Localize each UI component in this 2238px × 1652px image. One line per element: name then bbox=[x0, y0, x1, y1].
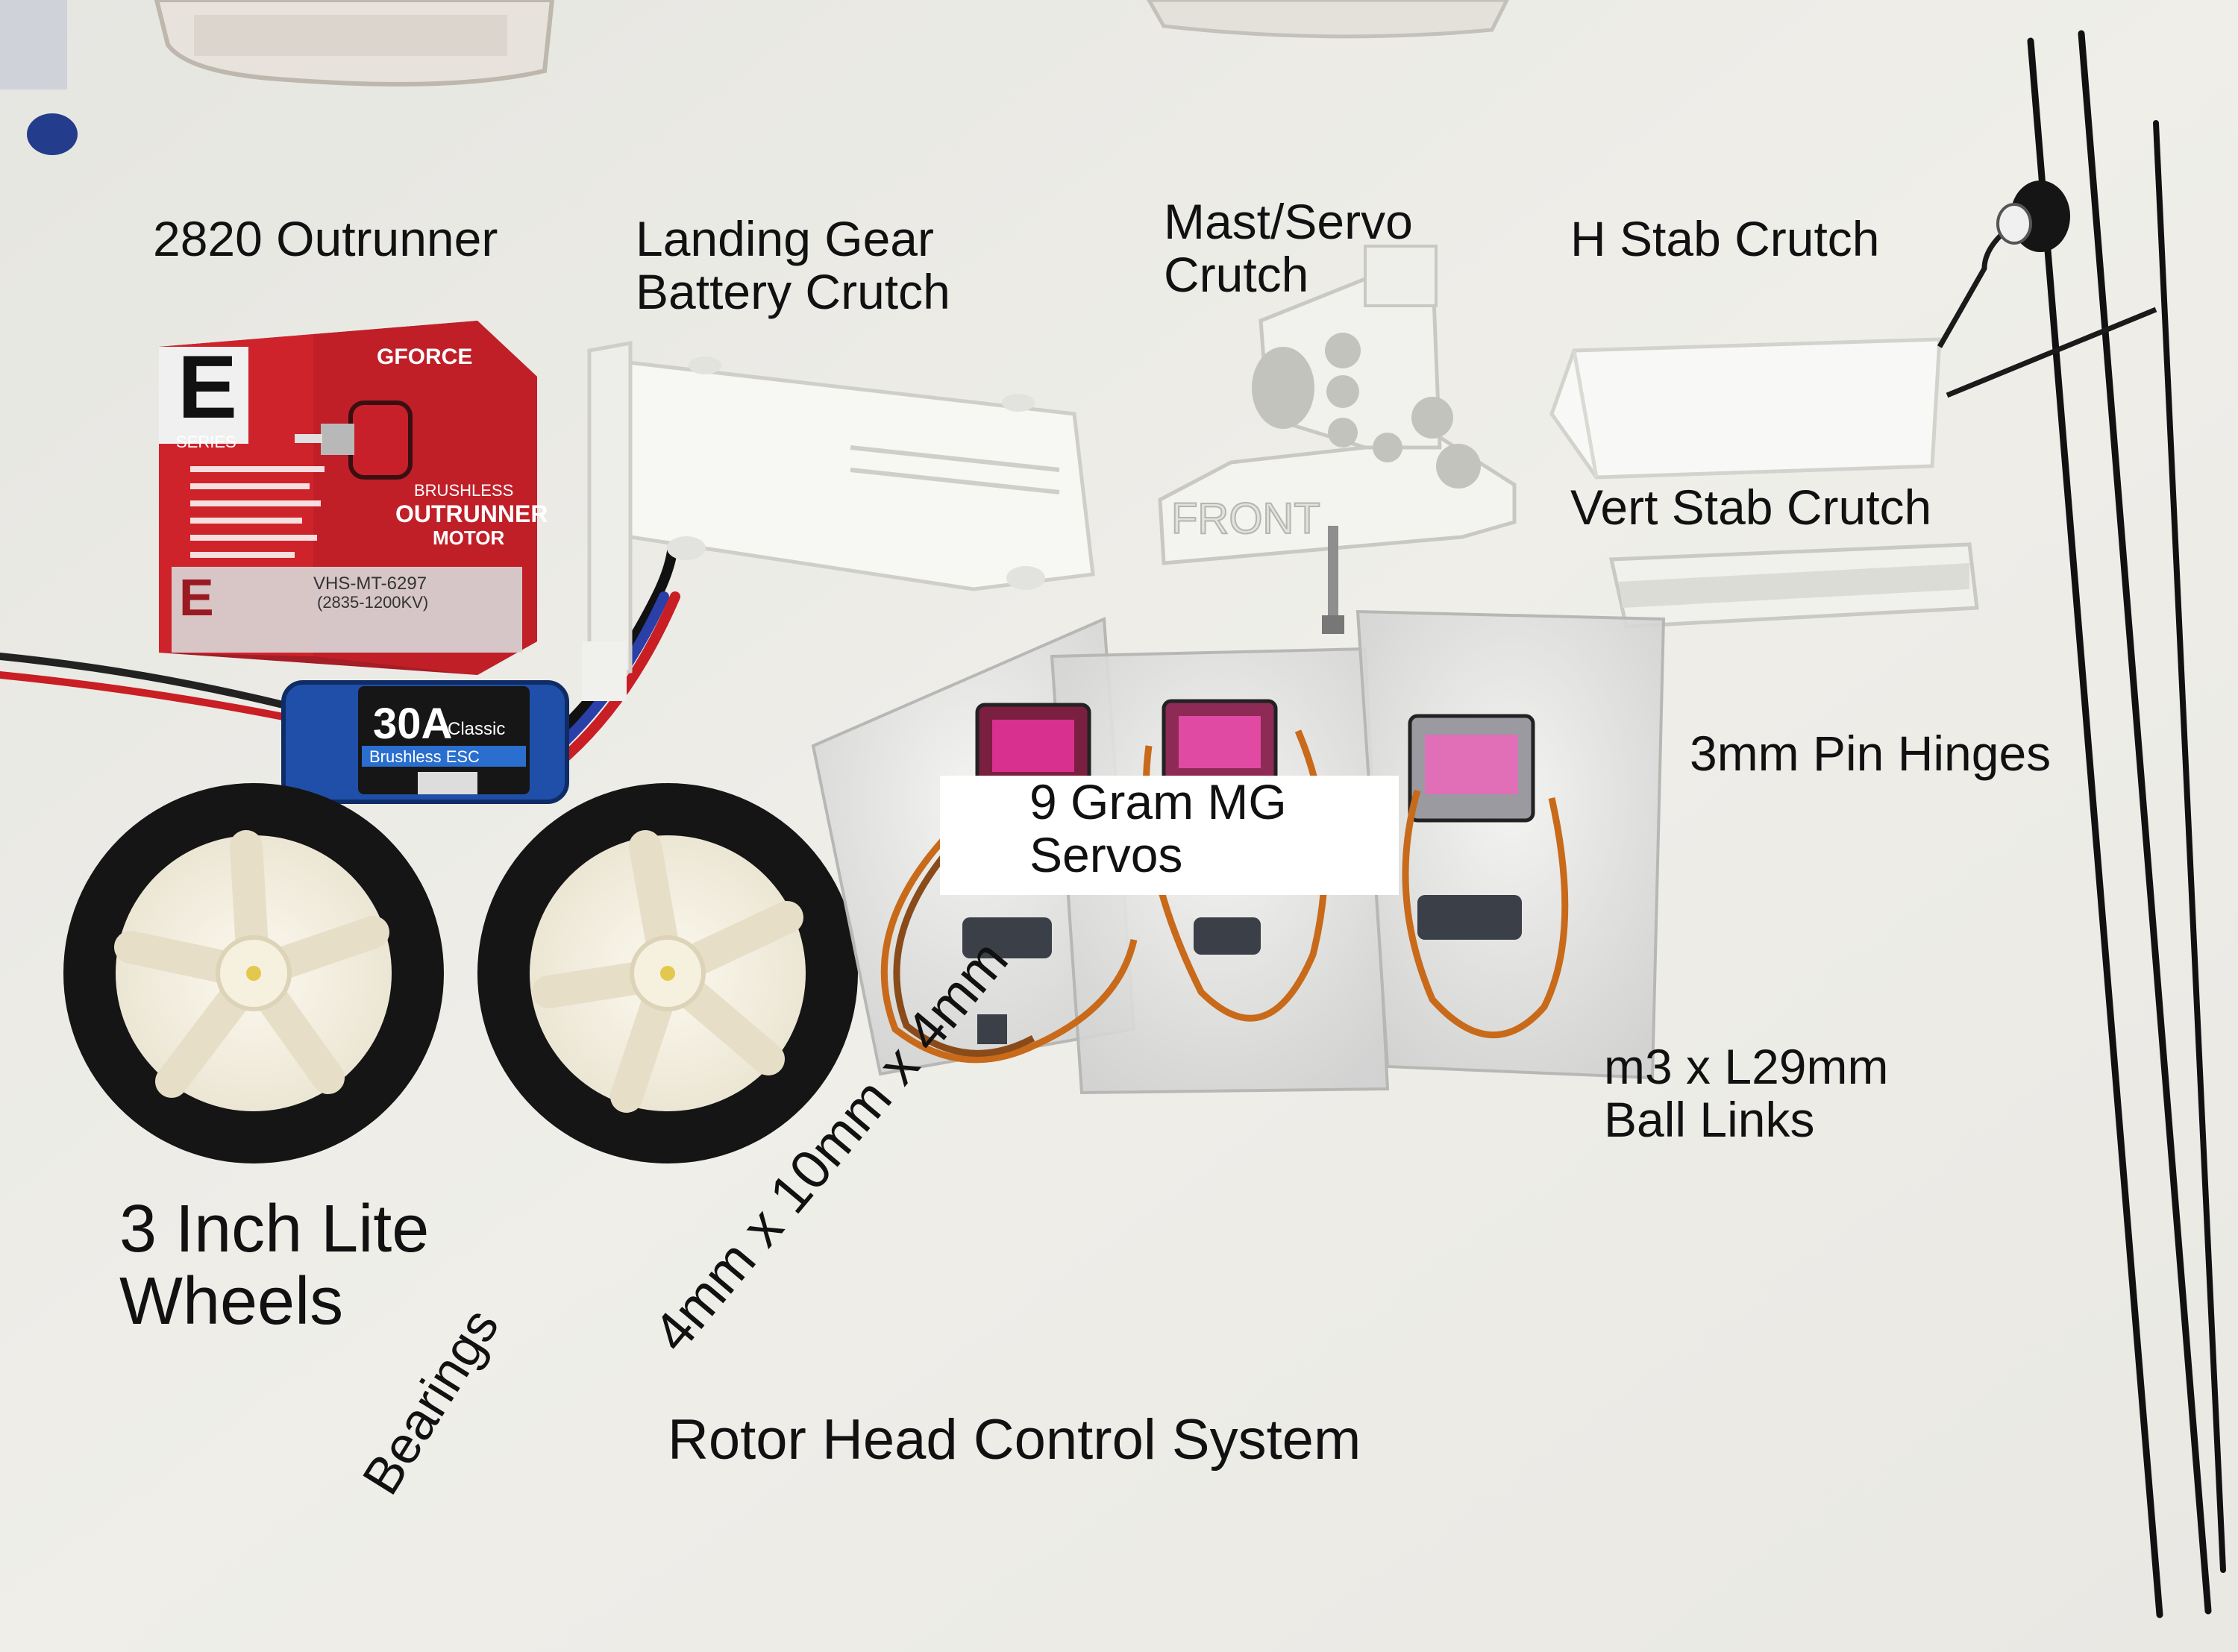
esc: 30A Classic Brushless ESC bbox=[281, 680, 569, 804]
h-stab-crutch bbox=[1549, 180, 2157, 480]
box-outrunner: OUTRUNNER bbox=[395, 500, 548, 527]
vert-stab-crutch bbox=[1608, 542, 1979, 629]
label-wheels-line2: Wheels bbox=[119, 1264, 344, 1339]
label-landing-gear-line1: Landing Gear bbox=[636, 211, 934, 266]
box-brand: GFORCE bbox=[377, 345, 472, 369]
label-outrunner: 2820 Outrunner bbox=[153, 211, 498, 266]
label-servos-line2: Servos bbox=[1029, 827, 1183, 883]
label-pin-hinges: 3mm Pin Hinges bbox=[1690, 726, 2052, 781]
label-servos-line1: 9 Gram MG bbox=[1029, 774, 1287, 829]
label-vert-stab: Vert Stab Crutch bbox=[1570, 480, 1932, 535]
landing-gear-crutch bbox=[582, 341, 1095, 701]
wheel-left bbox=[63, 783, 444, 1163]
servo-label-backdrop bbox=[940, 776, 1399, 895]
box-brushless: BRUSHLESS bbox=[414, 481, 513, 500]
label-mast: Mast/Servo Crutch bbox=[1164, 195, 1413, 302]
label-landing-gear: Landing Gear Battery Crutch bbox=[636, 211, 950, 320]
label-mast-line1: Mast/Servo bbox=[1164, 194, 1413, 249]
label-ball-links-line2: Ball Links bbox=[1604, 1092, 1815, 1148]
wheel-right bbox=[477, 783, 858, 1163]
box-kv: (2835-1200KV) bbox=[317, 593, 428, 612]
esc-type: Brushless ESC bbox=[369, 747, 480, 766]
motor-box: E SERIES GFORCE BRUSHLESS OUTRUNNER MOTO… bbox=[159, 321, 548, 675]
label-h-stab: H Stab Crutch bbox=[1570, 211, 1880, 266]
svg-text:E: E bbox=[179, 568, 214, 626]
label-landing-gear-line2: Battery Crutch bbox=[636, 264, 950, 320]
label-servos: 9 Gram MG Servos bbox=[1029, 774, 1287, 883]
label-wheels-line1: 3 Inch Lite bbox=[119, 1192, 430, 1266]
box-series-letter: E bbox=[178, 337, 237, 437]
label-ball-links: m3 x L29mm Ball Links bbox=[1604, 1040, 1888, 1147]
esc-classic: Classic bbox=[448, 719, 505, 739]
esc-rating: 30A bbox=[373, 700, 452, 748]
label-wheels: 3 Inch Lite Wheels bbox=[119, 1193, 429, 1338]
top-containers bbox=[0, 0, 1509, 155]
label-ball-links-line1: m3 x L29mm bbox=[1604, 1039, 1889, 1094]
label-rotor-head: Rotor Head Control System bbox=[668, 1408, 1361, 1472]
mast-front-text: FRONT bbox=[1171, 494, 1320, 543]
box-model: VHS-MT-6297 bbox=[313, 574, 427, 594]
box-motor: MOTOR bbox=[433, 527, 505, 549]
servo-bags bbox=[811, 609, 1666, 1095]
box-series-text: SERIES bbox=[176, 433, 236, 451]
label-mast-line2: Crutch bbox=[1164, 247, 1309, 303]
mast-servo-crutch: FRONT bbox=[1158, 245, 1517, 634]
control-rods bbox=[2027, 30, 2226, 1618]
